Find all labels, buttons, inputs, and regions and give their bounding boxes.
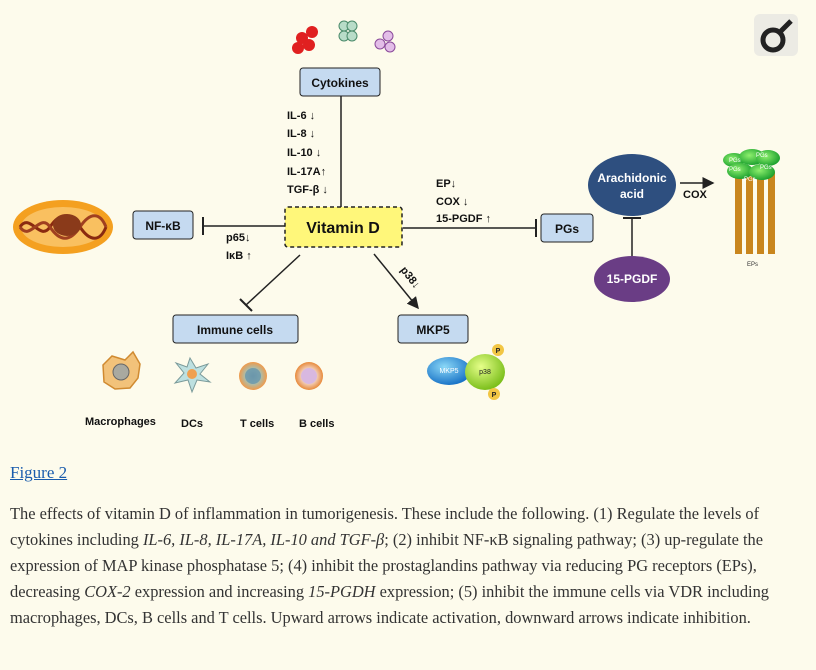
il10-label: IL-10 ↓ [287,147,321,159]
cox-label: COX [683,189,708,201]
pgs-box [540,213,594,243]
vitamin-d-label: Vitamin D [306,220,380,237]
cytokine-list: IL-6 ↓ IL-8 ↓ IL-10 ↓ IL-17A↑ TGF-β ↓ [287,110,328,196]
logo-icon [754,14,798,56]
cell-labels: Macrophages DCs T cells B cells [85,416,334,430]
ep-receptors-icon: PGs PGs PGs PGs PGs [723,149,780,254]
t-cells-label: T cells [240,418,274,430]
immune-cells-label: Immune cells [197,323,273,337]
cytokines-box [299,67,381,97]
mkp5-box [397,314,469,344]
svg-text:PGs: PGs [760,165,772,171]
pgs-label: PGs [555,222,579,236]
svg-text:PGs: PGs [729,158,741,164]
svg-text:P: P [492,392,497,399]
ikb-label: IκB ↑ [226,250,252,262]
figure-caption: The effects of vitamin D of inflammation… [10,501,810,631]
b-cell-icon [295,362,323,390]
vitamin-d-box [284,206,403,248]
dcs-label: DCs [181,418,203,430]
immune-cells-box [172,314,299,344]
il8-label: IL-8 ↓ [287,128,315,140]
svg-text:PGs: PGs [729,167,741,173]
figure-link[interactable]: Figure 2 [10,463,68,482]
t-cell-icon [239,362,267,390]
svg-text:PGs: PGs [756,153,768,159]
pgdf-list-label: 15-PGDF ↑ [436,213,491,225]
pg-list: EP↓ COX ↓ 15-PGDF ↑ [436,178,491,225]
cytokines-label: Cytokines [311,76,369,90]
cox-list-label: COX ↓ [436,196,468,208]
caption-italic-3: 15-PGDH [308,582,376,601]
svg-text:PGs: PGs [744,177,756,183]
nucleus-dna-icon [13,200,113,254]
vitamin-d-diagram: Cytokines Vitamin D NF-κB PGs Immune cel… [13,14,798,430]
svg-text:p38: p38 [479,369,491,376]
dendritic-cell-icon [173,356,212,394]
svg-text:MKP5: MKP5 [439,368,458,375]
caption-part-1: The effects of vitamin D of inflammation… [10,504,760,549]
macrophages-label: Macrophages [85,416,156,428]
arachidonic-acid-node [588,154,676,216]
ep-label: EP↓ [436,178,456,190]
pgdf-node-label: 15-PGDF [607,272,658,286]
caption-part-4: expression; (5) inhibit the immune cells… [10,582,769,627]
il17a-label: IL-17A↑ [287,166,326,178]
pgdf-node [594,256,670,302]
tgfb-label: TGF-β ↓ [287,184,328,196]
p65-label: p65↓ [226,232,250,244]
cytokine-molecules-icon [292,20,396,54]
nfkb-box [132,210,194,240]
b-cells-label: B cells [299,418,334,430]
caption-italic-2: COX-2 [84,582,131,601]
svg-text:P: P [496,348,501,355]
macrophage-icon [102,350,141,390]
arachidonic-label-1: Arachidonic [597,171,667,185]
immune-inhibit-line [245,254,301,306]
mkp5-label: MKP5 [416,323,450,337]
arachidonic-label-2: acid [620,187,644,201]
caption-part-3: expression and increasing [130,582,309,601]
eps-label: EPs [747,262,758,268]
mkp5-arrow [373,253,419,310]
il6-label: IL-6 ↓ [287,110,315,122]
mkp5-p38-complex-icon: MKP5 p38 P P [427,344,505,400]
nfkb-label: NF-κB [145,219,181,233]
caption-part-2: ; (2) inhibit NF-κB signaling pathway; (… [10,530,763,601]
nfkb-list: p65↓ IκB ↑ [226,232,252,262]
caption-italic-1: IL-6, IL-8, IL-17A, IL-10 and TGF-β [142,530,385,549]
